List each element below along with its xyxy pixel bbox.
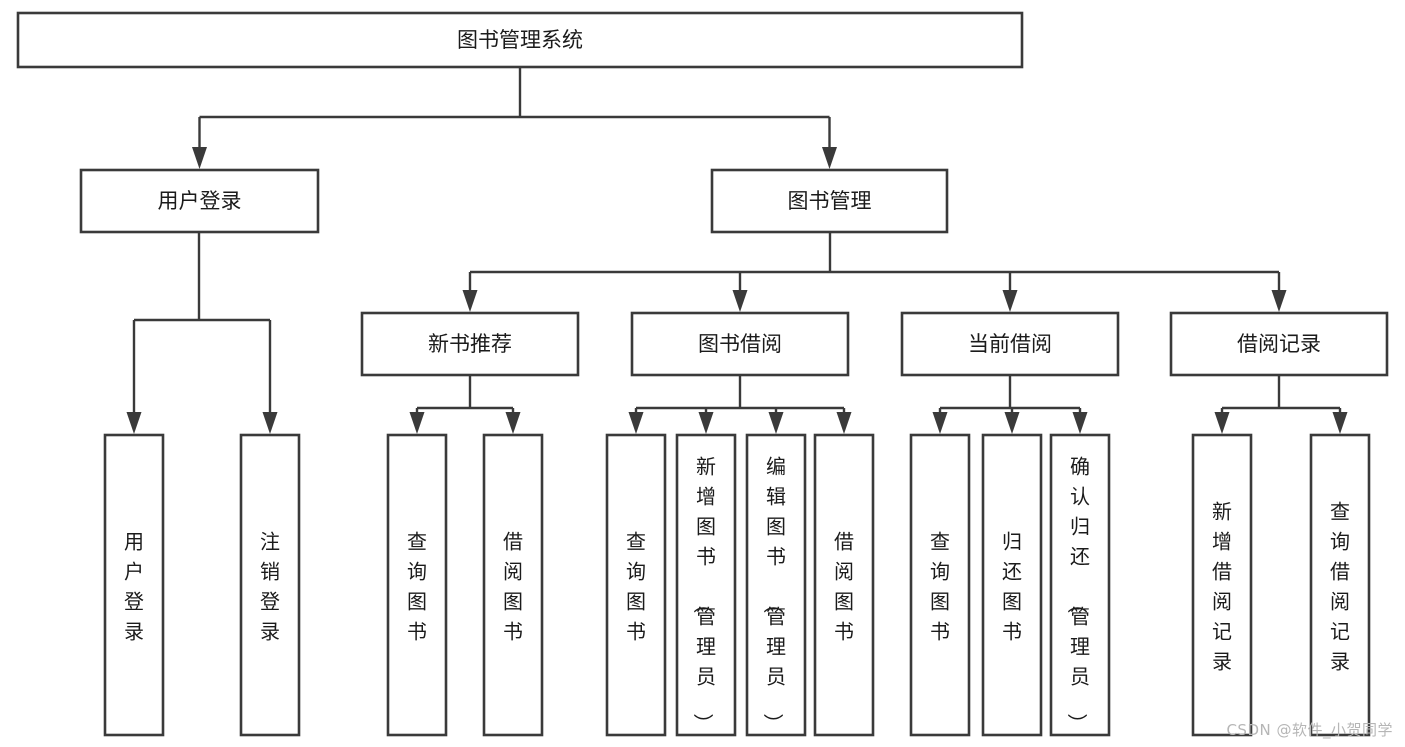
node-leaf-edit-book[interactable]: 编辑图书（管理员） [745, 433, 807, 737]
node-leaf-query-record[interactable]: 查询借阅记录 [1309, 433, 1371, 737]
edge-group-l2_user_login [126, 232, 278, 434]
node-label: 图书借阅 [698, 332, 782, 356]
arrow-head-icon [192, 147, 207, 169]
node-leaf-borrow-book-1[interactable]: 借阅图书 [482, 433, 544, 737]
edge-group-l2_book_manage [462, 232, 1287, 312]
node-label: 查询图书 [626, 529, 646, 643]
node-label: 借阅记录 [1237, 332, 1321, 356]
arrow-head-icon [262, 412, 278, 434]
node-box [710, 168, 949, 234]
node-label: 用户登录 [158, 189, 242, 213]
node-box [79, 168, 320, 234]
node-box [813, 433, 875, 737]
node-box [981, 433, 1043, 737]
node-box [239, 433, 301, 737]
node-box [482, 433, 544, 737]
node-box [103, 433, 165, 737]
node-box [630, 311, 850, 377]
node-leaf-borrow-book-2[interactable]: 借阅图书 [813, 433, 875, 737]
node-label: 查询图书 [407, 529, 427, 643]
node-label: 归还图书 [1002, 529, 1022, 643]
node-label: 借阅图书 [503, 529, 523, 643]
edge-group-l3_new_book [409, 375, 521, 434]
node-label: 注销登录 [260, 529, 280, 643]
node-label: 查询借阅记录 [1330, 499, 1350, 673]
arrow-head-icon [1002, 290, 1018, 312]
node-label: 新增图书（管理员） [691, 454, 716, 733]
node-label: 图书管理 [788, 189, 872, 213]
edges-layer [126, 67, 1348, 434]
node-box [1309, 433, 1371, 737]
arrow-head-icon [698, 412, 714, 434]
edge-group-l3_borrow_record [1214, 375, 1348, 434]
node-leaf-user-login[interactable]: 用户登录 [103, 433, 165, 737]
node-box [900, 311, 1120, 377]
arrow-head-icon [126, 412, 142, 434]
node-l3-borrow-book[interactable]: 图书借阅 [630, 311, 850, 377]
node-l3-borrow-record[interactable]: 借阅记录 [1169, 311, 1389, 377]
node-label: 编辑图书（管理员） [761, 454, 786, 733]
arrow-head-icon [628, 412, 644, 434]
node-leaf-add-book[interactable]: 新增图书（管理员） [675, 433, 737, 737]
arrow-head-icon [409, 412, 425, 434]
node-label: 用户登录 [124, 529, 144, 643]
arrow-head-icon [1271, 290, 1287, 312]
edge-group-l3_current_borrow [932, 375, 1088, 434]
arrow-head-icon [462, 290, 478, 312]
node-box [360, 311, 580, 377]
node-box [909, 433, 971, 737]
node-label: 新增借阅记录 [1212, 499, 1232, 673]
node-box [1191, 433, 1253, 737]
node-label: 借阅图书 [834, 529, 854, 643]
node-box [1169, 311, 1389, 377]
arrow-head-icon [1332, 412, 1348, 434]
arrow-head-icon [732, 290, 748, 312]
node-box [675, 433, 737, 737]
edge-group-root [192, 67, 837, 169]
node-l3-current-borrow[interactable]: 当前借阅 [900, 311, 1120, 377]
node-box [1049, 433, 1111, 737]
node-leaf-query-book-3[interactable]: 查询图书 [909, 433, 971, 737]
arrow-head-icon [836, 412, 852, 434]
arrow-head-icon [1072, 412, 1088, 434]
node-leaf-logout[interactable]: 注销登录 [239, 433, 301, 737]
node-leaf-return-book[interactable]: 归还图书 [981, 433, 1043, 737]
node-label: 新书推荐 [428, 332, 512, 356]
node-leaf-query-book-2[interactable]: 查询图书 [605, 433, 667, 737]
node-l2-user-login[interactable]: 用户登录 [79, 168, 320, 234]
arrow-head-icon [505, 412, 521, 434]
node-leaf-confirm-return[interactable]: 确认归还（管理员） [1049, 433, 1111, 737]
node-leaf-query-book-1[interactable]: 查询图书 [386, 433, 448, 737]
node-label: 当前借阅 [968, 332, 1052, 356]
edge-group-l3_borrow_book [628, 375, 852, 434]
node-box [745, 433, 807, 737]
node-label: 图书管理系统 [457, 28, 583, 52]
node-l3-new-book[interactable]: 新书推荐 [360, 311, 580, 377]
node-box [605, 433, 667, 737]
node-l2-book-manage[interactable]: 图书管理 [710, 168, 949, 234]
node-leaf-add-record[interactable]: 新增借阅记录 [1191, 433, 1253, 737]
node-box [386, 433, 448, 737]
arrow-head-icon [1004, 412, 1020, 434]
arrow-head-icon [932, 412, 948, 434]
arrow-head-icon [822, 147, 837, 169]
node-box [16, 11, 1024, 69]
node-label: 查询图书 [930, 529, 950, 643]
arrow-head-icon [768, 412, 784, 434]
arrow-head-icon [1214, 412, 1230, 434]
node-label: 确认归还（管理员） [1065, 454, 1090, 733]
node-root[interactable]: 图书管理系统 [16, 11, 1024, 69]
nodes-layer: 图书管理系统用户登录图书管理新书推荐图书借阅当前借阅借阅记录用户登录注销登录查询… [16, 11, 1389, 737]
